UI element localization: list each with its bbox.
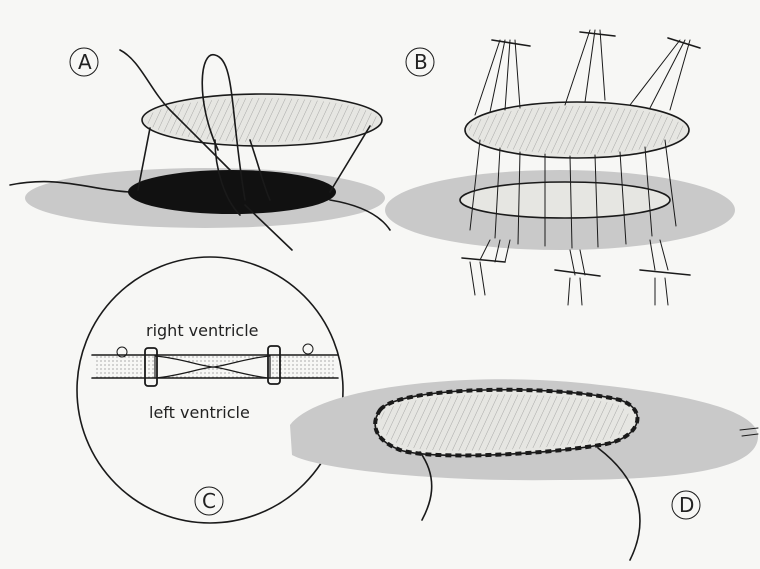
septal-defect-a — [128, 170, 336, 214]
panel-a-label: A — [78, 50, 92, 74]
panel-a: A — [10, 48, 390, 250]
patch-b-texture — [469, 106, 685, 154]
panel-d-label: D — [679, 493, 694, 517]
inset-circle — [77, 257, 343, 523]
right-ventricle-label: right ventricle — [146, 321, 259, 340]
defect-patch-b — [460, 182, 670, 218]
panel-c-label: C — [202, 489, 216, 513]
panel-b-label: B — [414, 50, 428, 74]
left-ventricle-label: left ventricle — [149, 403, 250, 422]
panel-b: B — [385, 30, 735, 305]
panel-d: D — [290, 379, 758, 560]
panel-c: right ventricle left ventricle C — [77, 257, 343, 523]
